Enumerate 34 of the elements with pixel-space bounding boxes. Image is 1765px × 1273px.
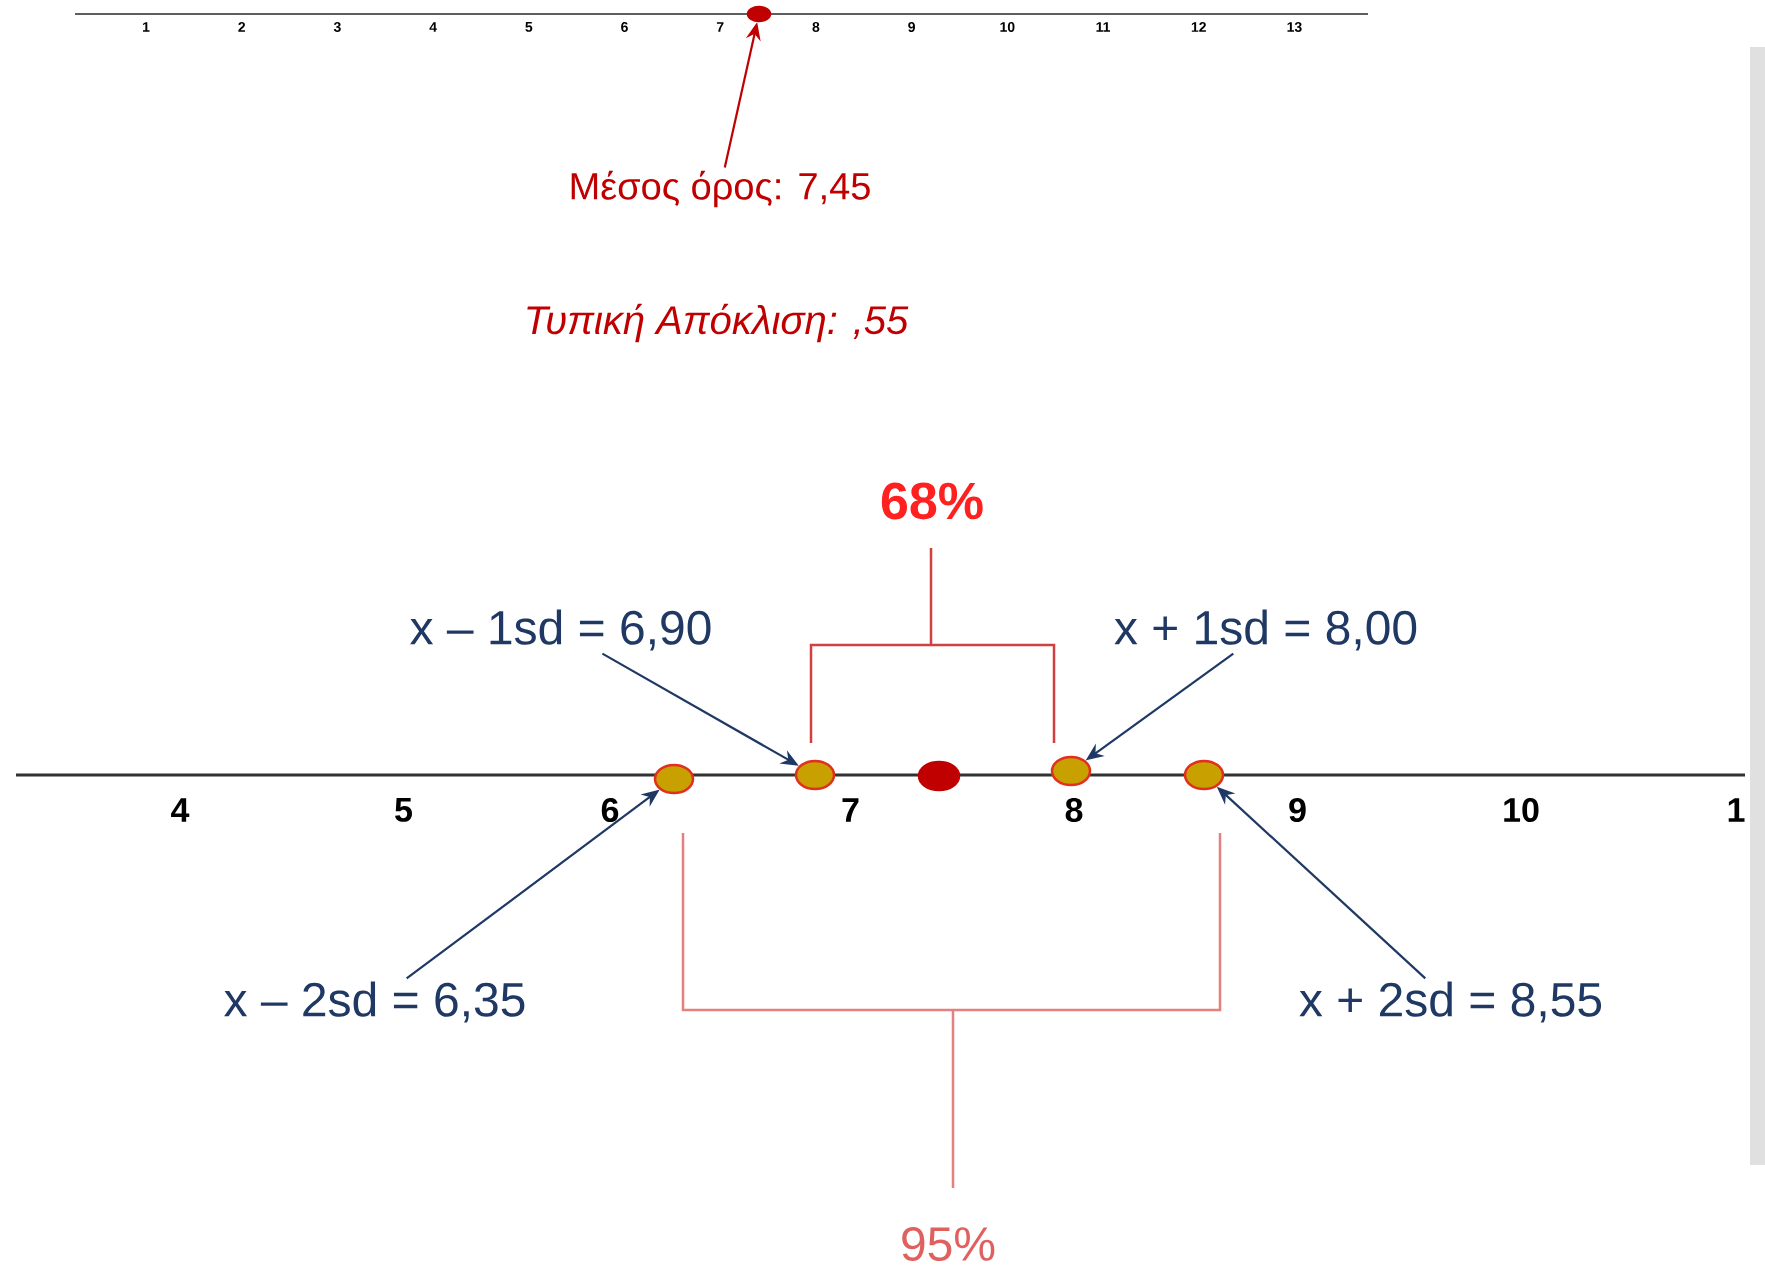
annotation-text: x + 1sd = 8,00 xyxy=(1114,609,1417,651)
tick-label: 5 xyxy=(395,798,412,822)
tick-label: 3 xyxy=(333,22,341,32)
tick-label: 1 xyxy=(143,22,150,32)
tick-label: 10 xyxy=(1504,797,1539,822)
tick-label: 11 xyxy=(1096,22,1111,32)
data-point xyxy=(746,5,772,23)
tick-label: 6 xyxy=(601,797,619,822)
data-point xyxy=(1183,759,1225,791)
data-point xyxy=(917,760,961,792)
tick-label: 9 xyxy=(908,22,915,32)
tick-label: 2 xyxy=(238,22,246,32)
annotation-text: x – 1sd = 6,90 xyxy=(410,609,711,651)
tick-label: 6 xyxy=(621,22,628,32)
percentage-label: 68% xyxy=(881,482,983,520)
tick-label: 7 xyxy=(842,798,859,822)
tick-label: 9 xyxy=(1289,797,1306,822)
data-point xyxy=(653,763,695,795)
tick-label: 7 xyxy=(716,22,724,32)
annotation-text: Μέσος όρος: 7,45 xyxy=(571,170,870,208)
data-point xyxy=(1050,755,1092,787)
annotation-text: x – 2sd = 6,35 xyxy=(224,981,525,1023)
percentage-label: 95% xyxy=(902,1227,995,1261)
annotation-text: Τυπική Απόκλιση: ,55 xyxy=(527,303,909,343)
tick-label: 4 xyxy=(429,22,437,32)
tick-label: 5 xyxy=(525,22,533,32)
tick-label: 13 xyxy=(1287,22,1302,32)
tick-label: 1 xyxy=(1728,798,1745,822)
tick-label: 8 xyxy=(812,22,820,32)
data-point xyxy=(794,759,836,791)
annotation-text: x + 2sd = 8,55 xyxy=(1299,981,1602,1023)
tick-label: 12 xyxy=(1191,22,1206,32)
tick-label: 10 xyxy=(1000,22,1015,32)
tick-label: 4 xyxy=(171,798,190,822)
